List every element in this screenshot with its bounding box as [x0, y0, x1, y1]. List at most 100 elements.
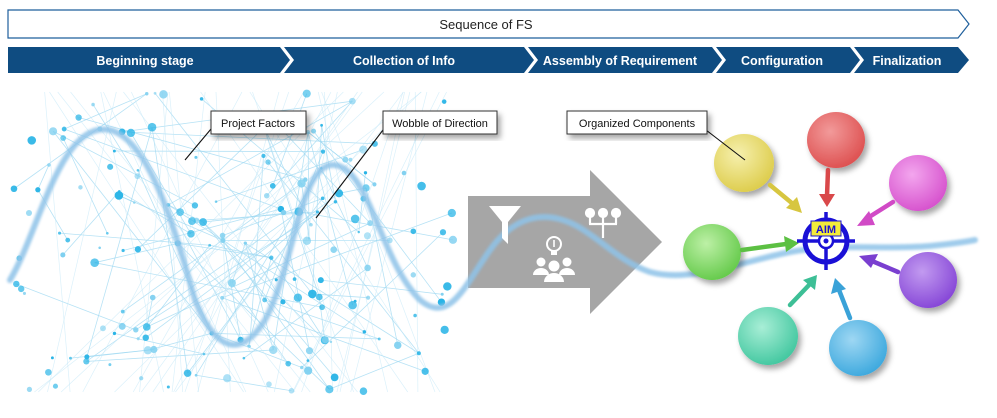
- stage-finalization: [854, 47, 969, 73]
- network-edge: [86, 349, 154, 358]
- network-node: [304, 366, 313, 375]
- network-node: [143, 346, 152, 355]
- network-node: [84, 354, 90, 360]
- network-node: [413, 313, 417, 318]
- network-node: [52, 383, 59, 389]
- network-node: [17, 285, 25, 293]
- network-node: [248, 345, 251, 348]
- network-node: [114, 191, 124, 200]
- network-edge: [37, 189, 69, 241]
- network-node: [139, 376, 144, 381]
- network-node: [49, 127, 58, 136]
- network-node: [100, 325, 106, 332]
- network-node: [220, 295, 225, 300]
- network-node: [269, 183, 276, 189]
- network-node: [321, 336, 329, 344]
- network-node: [199, 97, 204, 101]
- network-node: [65, 237, 71, 243]
- network-edge: [320, 168, 369, 269]
- network-edge: [320, 279, 443, 295]
- network-edge: [329, 352, 419, 390]
- network-edge: [358, 172, 366, 233]
- network-node: [363, 232, 372, 240]
- network-node: [188, 217, 196, 225]
- network-node: [372, 182, 377, 187]
- network-edge: [321, 91, 436, 393]
- network-node: [153, 91, 157, 95]
- component-disc-red: [807, 112, 865, 168]
- network-node: [25, 209, 33, 217]
- network-node: [47, 163, 51, 167]
- network-node: [274, 278, 278, 282]
- network-node: [363, 171, 368, 175]
- network-node: [320, 196, 325, 201]
- network-node: [330, 373, 339, 382]
- header-title: Sequence of FS: [439, 17, 533, 32]
- network-node: [150, 345, 158, 354]
- network-node: [176, 208, 185, 217]
- network-node: [265, 159, 271, 165]
- stage-label: Configuration: [741, 54, 823, 68]
- network-node: [366, 295, 371, 300]
- network-node: [308, 289, 317, 299]
- stage-bar: Beginning stage Collection of Info Assem…: [8, 47, 969, 73]
- network-node: [441, 99, 447, 104]
- component-disc-green: [683, 224, 741, 280]
- network-node: [105, 231, 109, 235]
- network-node: [348, 300, 357, 310]
- network-node: [126, 128, 136, 138]
- network-edge: [152, 91, 358, 393]
- callout-project-factors-text: Project Factors: [221, 118, 295, 130]
- network-node: [134, 173, 141, 180]
- network-node: [136, 169, 140, 172]
- stage-beginning: [8, 47, 290, 73]
- network-node: [319, 304, 325, 311]
- network-node: [280, 209, 287, 216]
- stage-label: Assembly of Requirement: [543, 54, 698, 68]
- network-node: [367, 220, 374, 227]
- network-edge: [339, 91, 405, 393]
- component-disc-yellow: [714, 134, 774, 192]
- network-node: [315, 293, 323, 301]
- network-node: [133, 327, 139, 333]
- network-edge: [139, 91, 169, 393]
- network-node: [242, 356, 246, 360]
- network-node: [359, 145, 368, 154]
- network-node: [45, 368, 52, 376]
- people-icon: [533, 257, 575, 282]
- network-node: [303, 177, 308, 182]
- network-edge: [114, 91, 422, 393]
- network-edge: [177, 243, 330, 390]
- network-edge: [94, 242, 178, 264]
- network-edge: [167, 204, 241, 341]
- header-sequence: Sequence of FS: [7, 9, 970, 39]
- network-node: [266, 381, 272, 388]
- network-edge: [135, 201, 336, 331]
- callout-organized-text: Organized Components: [579, 118, 696, 130]
- network-edge: [141, 91, 363, 393]
- network-node: [448, 235, 458, 244]
- network-node: [75, 114, 82, 121]
- network-node: [305, 129, 311, 135]
- network-node: [91, 102, 95, 107]
- network-node: [280, 299, 286, 305]
- network-edge: [78, 117, 306, 180]
- component-arrows: [739, 167, 901, 321]
- network-node: [439, 229, 447, 236]
- network-edge: [38, 91, 344, 393]
- network-edge: [244, 243, 274, 351]
- network-node: [133, 201, 136, 204]
- component-disc-pink: [889, 155, 947, 211]
- network-graphic: [10, 89, 458, 395]
- network-node: [333, 200, 338, 204]
- network-node: [285, 360, 292, 367]
- network-node: [194, 155, 198, 159]
- network-node: [69, 356, 72, 360]
- stage-label: Finalization: [873, 54, 942, 68]
- network-edge: [184, 91, 290, 393]
- network-node: [348, 157, 353, 162]
- network-edge: [119, 191, 192, 235]
- network-edge: [62, 191, 120, 256]
- network-node: [350, 214, 360, 224]
